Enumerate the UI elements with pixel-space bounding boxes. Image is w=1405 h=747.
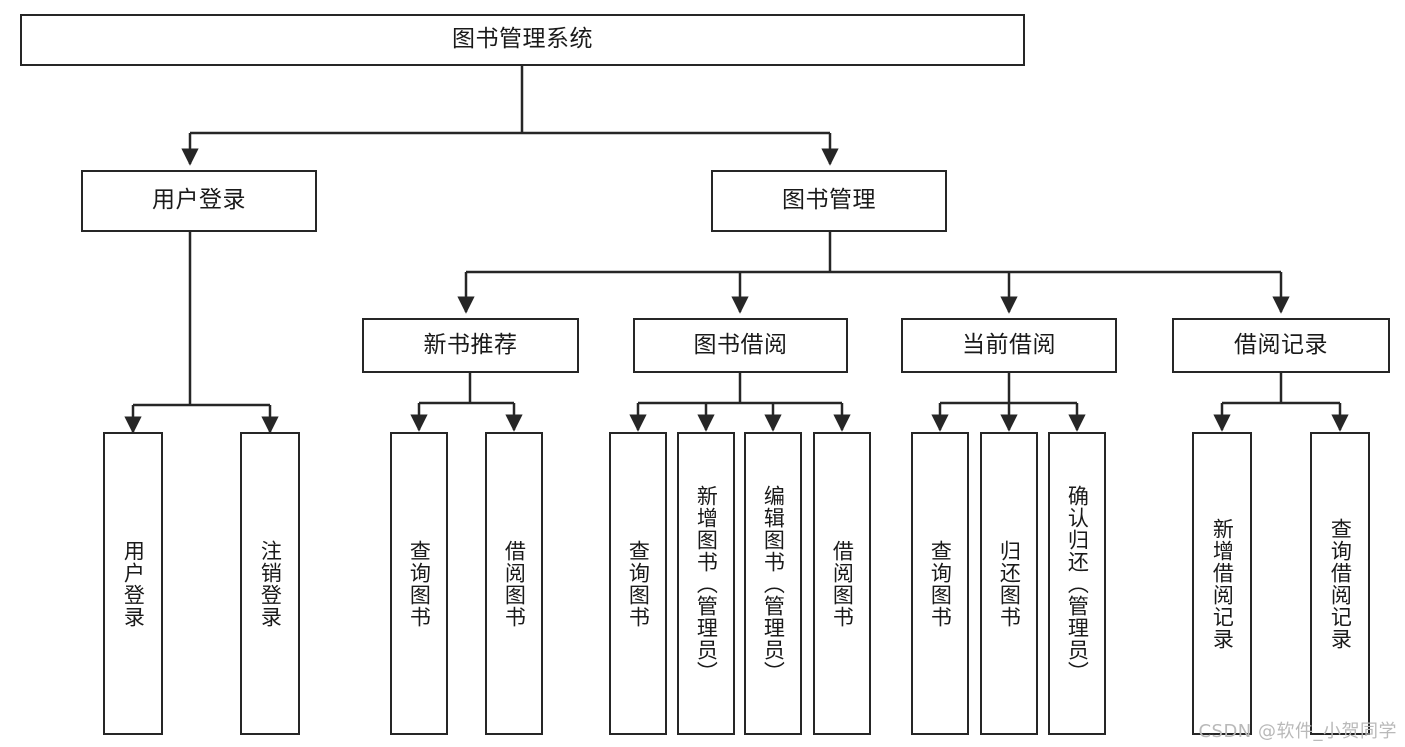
node-label: 借阅图书 xyxy=(830,539,855,628)
node-borrow-record[interactable]: 借阅记录 xyxy=(1172,318,1390,373)
node-label: 借阅记录 xyxy=(1234,331,1328,358)
node-root-book-management-system[interactable]: 图书管理系统 xyxy=(20,14,1025,66)
leaf-logout-login[interactable]: 注销登录 xyxy=(240,432,300,735)
node-label: 当前借阅 xyxy=(962,331,1056,358)
node-label: 图书管理系统 xyxy=(452,26,593,53)
node-label: 编辑图书（管理员） xyxy=(761,484,786,683)
leaf-query-book-3[interactable]: 查询图书 xyxy=(911,432,969,735)
node-label: 用户登录 xyxy=(121,539,146,628)
node-book-manage[interactable]: 图书管理 xyxy=(711,170,947,232)
node-label: 查询图书 xyxy=(928,539,953,628)
leaf-query-book-1[interactable]: 查询图书 xyxy=(390,432,448,735)
node-new-book-recommend[interactable]: 新书推荐 xyxy=(362,318,579,373)
leaf-user-login[interactable]: 用户登录 xyxy=(103,432,163,735)
leaf-borrow-book-1[interactable]: 借阅图书 xyxy=(485,432,543,735)
node-label: 图书管理 xyxy=(782,187,876,214)
csdn-watermark: CSDN @软件_小贺同学 xyxy=(1198,721,1397,742)
node-label: 图书借阅 xyxy=(693,331,788,358)
node-user-login[interactable]: 用户登录 xyxy=(81,170,317,232)
leaf-edit-book[interactable]: 编辑图书（管理员） xyxy=(744,432,802,735)
leaf-query-record[interactable]: 查询借阅记录 xyxy=(1310,432,1370,735)
leaf-query-book-2[interactable]: 查询图书 xyxy=(609,432,667,735)
leaf-add-record[interactable]: 新增借阅记录 xyxy=(1192,432,1252,735)
node-label: 借阅图书 xyxy=(502,539,527,628)
leaf-return-book[interactable]: 归还图书 xyxy=(980,432,1038,735)
leaf-confirm-return[interactable]: 确认归还（管理员） xyxy=(1048,432,1106,735)
node-label: 查询借阅记录 xyxy=(1328,517,1353,650)
node-label: 查询图书 xyxy=(407,539,432,628)
node-label: 新书推荐 xyxy=(423,331,518,358)
node-label: 归还图书 xyxy=(997,539,1022,628)
node-label: 查询图书 xyxy=(626,539,651,628)
node-label: 用户登录 xyxy=(152,187,246,214)
node-book-borrow[interactable]: 图书借阅 xyxy=(633,318,848,373)
leaf-add-book[interactable]: 新增图书（管理员） xyxy=(677,432,735,735)
node-current-borrow[interactable]: 当前借阅 xyxy=(901,318,1117,373)
leaf-borrow-book-2[interactable]: 借阅图书 xyxy=(813,432,871,735)
node-label: 注销登录 xyxy=(258,539,283,628)
node-label: 确认归还（管理员） xyxy=(1065,484,1090,683)
node-label: 新增图书（管理员） xyxy=(694,484,719,683)
node-label: 新增借阅记录 xyxy=(1210,517,1235,650)
